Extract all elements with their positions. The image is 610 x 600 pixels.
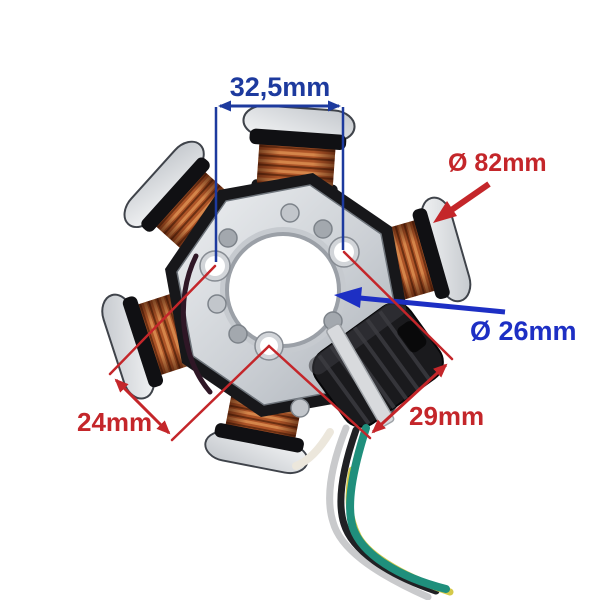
arrowhead-outer-diameter <box>433 201 457 223</box>
wire-green <box>346 424 450 593</box>
label-outer-diameter: Ø 82mm <box>448 149 547 177</box>
pickup-wire <box>180 253 213 395</box>
dimension-top-width: 32,5mm <box>214 72 345 262</box>
plate-rivets <box>207 203 343 418</box>
lead-wires <box>292 424 454 600</box>
label-inner-diameter: Ø 26mm <box>470 316 577 346</box>
center-bore <box>220 227 346 353</box>
dimension-outer-diameter: Ø 82mm <box>433 149 547 223</box>
label-top-width: 32,5mm <box>230 72 331 102</box>
label-lower-left-spacing: 24mm <box>77 407 152 437</box>
dimension-lower-right-spacing: 29mm <box>267 250 484 440</box>
dimension-lower-left-spacing: 24mm <box>77 264 271 442</box>
label-lower-right-spacing: 29mm <box>409 401 484 431</box>
dimension-inner-diameter: Ø 26mm <box>334 287 577 346</box>
arrowhead-inner-diameter <box>334 287 362 308</box>
stator-assembly <box>96 103 476 600</box>
wire-white <box>326 424 432 600</box>
wire-white-stub <box>292 428 334 470</box>
